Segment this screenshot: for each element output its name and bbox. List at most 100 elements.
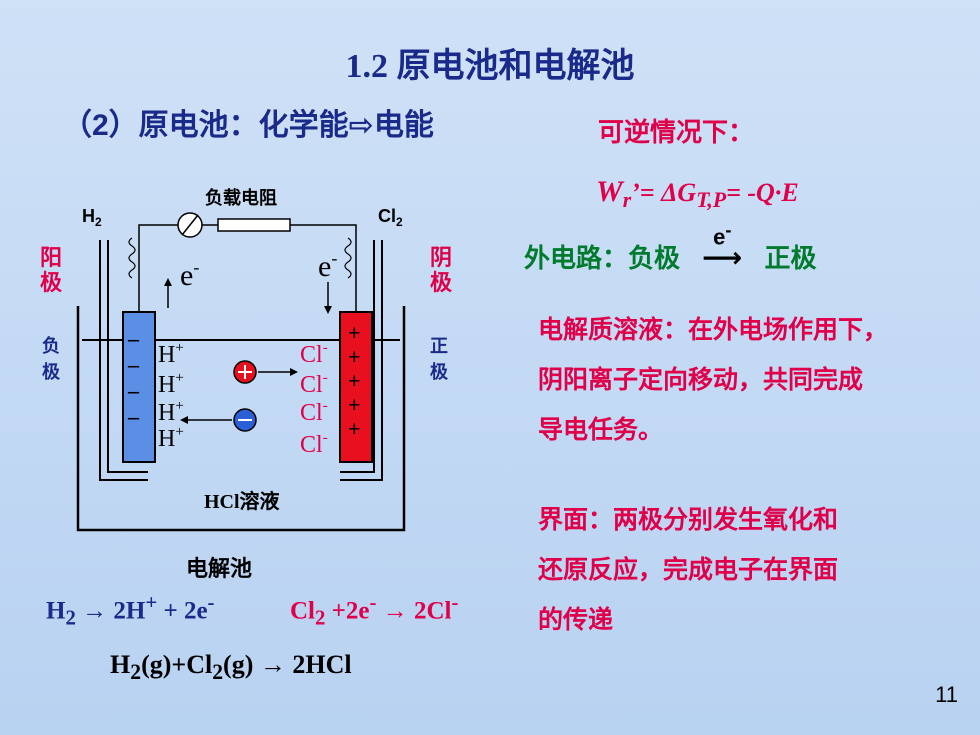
external-electron-sup: -: [725, 219, 732, 240]
cathode-electrode: [339, 311, 373, 463]
reversible-label: 可逆情况下：: [598, 117, 755, 147]
h-ion-sup: +: [175, 398, 183, 414]
h2-text: H: [82, 206, 95, 226]
eq-part: (g)+Cl: [141, 650, 213, 679]
h-ion-text: H: [158, 342, 175, 368]
electron-left: e-: [180, 257, 199, 292]
left-gas-coil-icon: [128, 237, 136, 279]
anode-equation: H2 → 2H+ + 2e-: [46, 590, 214, 630]
e-left: e: [180, 259, 193, 292]
eq-sub: 2: [65, 605, 76, 630]
cl2-text: Cl: [378, 206, 396, 226]
minus-sign: –: [127, 378, 140, 403]
electron-up-arrowhead: [164, 278, 172, 286]
h-ion: H+: [158, 340, 184, 368]
right-gas-coil-icon: [344, 237, 352, 279]
left-tube-inner: [107, 240, 148, 473]
cathode-label-1: 阴: [430, 245, 452, 270]
cl2-gas-label: Cl2: [378, 206, 403, 229]
eq-sup: +: [145, 590, 158, 614]
cl2-sub: 2: [396, 215, 403, 229]
external-label: 外电路：负极: [524, 243, 681, 273]
electron-down-arrowhead: [324, 306, 332, 314]
pos-label-2: 极: [430, 362, 449, 382]
work-formula: Wr’= ΔGT,P= -Q·E: [596, 175, 799, 213]
interface-line: 的传递: [538, 606, 614, 634]
formula-prime: ’=: [631, 178, 662, 207]
plus-sign: +: [348, 416, 361, 441]
minus-sign: –: [127, 326, 140, 351]
subtitle: （2）原电池：化学能⇨电能: [62, 109, 434, 142]
eq-part: H: [110, 650, 131, 679]
h-ion: H+: [158, 398, 184, 426]
eq-part: +2e: [325, 597, 370, 625]
h-ion-text: H: [158, 372, 175, 398]
anode-electrode: [122, 311, 156, 463]
eq-sup: -: [207, 590, 215, 614]
cl-ion-text: Cl: [300, 432, 323, 458]
interface-paragraph: 界面：两极分别发生氧化和 还原反应，完成电子在界面 的传递: [538, 495, 838, 645]
eq-part: → 2H: [75, 597, 146, 625]
resistor-icon: [217, 218, 291, 232]
h-ion: H+: [158, 370, 184, 398]
eq-sub: 2: [212, 660, 224, 685]
e-right: e: [318, 250, 331, 283]
overall-equation: H2(g)+Cl2(g) → 2HCl: [110, 650, 352, 685]
external-electron: e: [713, 224, 726, 250]
eq-part: H: [46, 597, 66, 625]
left-tube-outer: [99, 240, 148, 481]
h2-gas-label: H2: [82, 206, 102, 229]
right-wire: [290, 224, 357, 312]
page-title: 1.2 原电池和电解池: [345, 48, 635, 85]
cl-ion: Cl-: [300, 430, 328, 458]
plus-sign: +: [348, 368, 361, 393]
cl-ion: Cl-: [300, 398, 328, 426]
cl-ion-sup: -: [323, 340, 328, 356]
cl-ion-sup: -: [323, 398, 328, 414]
right-tube-outer: [340, 240, 383, 481]
formula-tail: = -Q·E: [726, 178, 799, 207]
e-left-sup: -: [193, 257, 199, 277]
formula-dg: ΔG: [661, 178, 697, 207]
cathode-label-2: 极: [430, 270, 453, 295]
left-wire: [138, 224, 178, 312]
eq-sup: -: [369, 590, 377, 614]
h-ion-text: H: [158, 400, 175, 426]
cl-ion-sup: -: [323, 370, 328, 386]
h2-sub: 2: [95, 215, 102, 229]
eq-part: + 2e: [157, 597, 208, 625]
eq-sub: 2: [315, 605, 326, 630]
h-ion-sup: +: [175, 370, 183, 386]
plus-sign: +: [348, 320, 361, 345]
e-right-sup: -: [331, 248, 337, 268]
h-ion-sup: +: [175, 340, 183, 356]
interface-line: 还原反应，完成电子在界面: [538, 556, 839, 584]
electrolyte-line: 阴阳离子定向移动，共同完成: [538, 366, 864, 394]
cathode-equation: Cl2 +2e- → 2Cl-: [290, 590, 458, 630]
h-ion: H+: [158, 424, 184, 452]
interface-line: 界面：两极分别发生氧化和: [538, 506, 839, 534]
cl-ion-sup: -: [323, 430, 328, 446]
meter-needle: [181, 214, 199, 236]
anion-arrowhead: [290, 368, 298, 376]
h-ion-text: H: [158, 426, 175, 452]
beaker: [76, 306, 406, 532]
page-number: 11: [935, 682, 958, 707]
right-tube-inner: [340, 240, 375, 473]
neg-label-1: 负: [42, 335, 60, 356]
cl-ion: Cl-: [300, 370, 328, 398]
eq-sup: -: [451, 590, 459, 614]
right-arrow-icon: ⟶: [702, 242, 743, 273]
electrolyte-line: 电解质溶液：在外电场作用下，: [538, 316, 889, 344]
cl-ion-text: Cl: [300, 372, 323, 398]
plus-sign: +: [348, 392, 361, 417]
minus-sign: –: [127, 404, 140, 429]
external-circuit: 外电路：负极 e-⟶ 正极: [524, 219, 817, 275]
eq-part: (g) → 2HCl: [223, 650, 352, 679]
plus-sign: +: [348, 344, 361, 369]
formula-w: W: [596, 175, 623, 208]
minus-sign: –: [127, 352, 140, 377]
external-target: 正极: [764, 243, 817, 273]
neg-label-2: 极: [42, 362, 61, 382]
